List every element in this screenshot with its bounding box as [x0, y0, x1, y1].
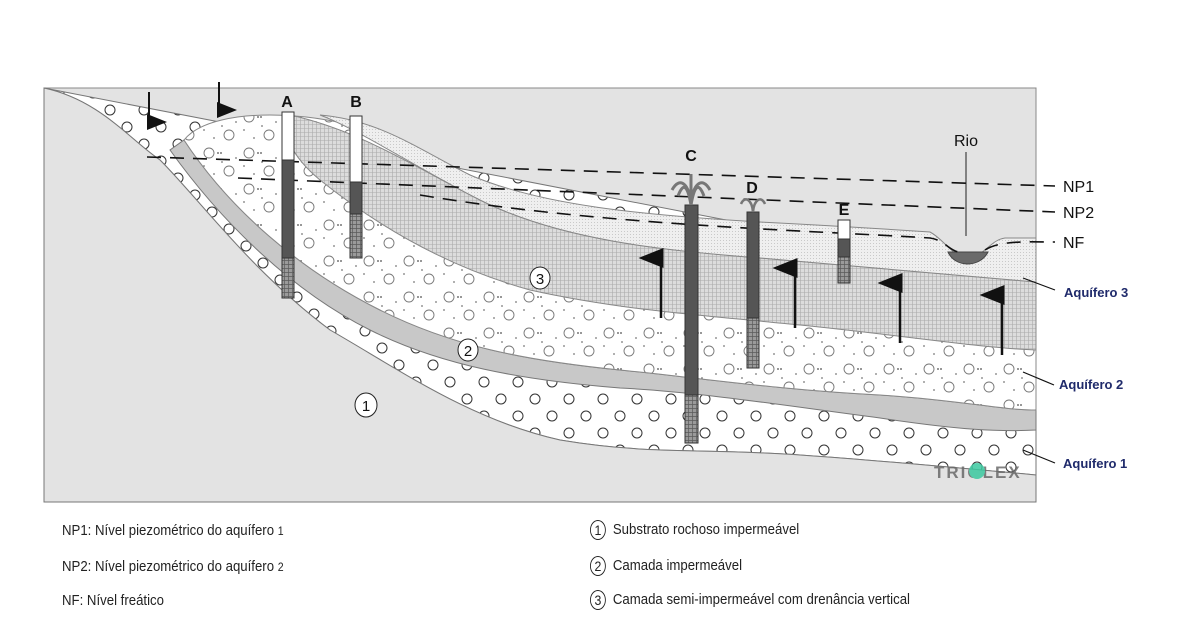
- aquifer-1-label: Aquífero 1: [1063, 456, 1128, 471]
- well-label-e: E: [839, 202, 850, 219]
- layer-marker-3: 3: [529, 266, 551, 290]
- aquifer-1-pointer: [1022, 449, 1056, 464]
- well-label-b: B: [350, 94, 362, 111]
- legend-nf: NF: Nível freático: [62, 592, 164, 609]
- np1-label: NP1: [1063, 179, 1094, 196]
- layer-marker-icon: 1: [590, 520, 606, 540]
- aquifer-3-pointer: [1022, 277, 1056, 291]
- aquifer-3-label: Aquífero 3: [1064, 285, 1129, 300]
- legend-np1: NP1: Nível piezométrico do aquífero 1: [62, 522, 284, 539]
- nf-line: [419, 194, 1056, 253]
- aquifer-2-label: Aquífero 2: [1059, 377, 1124, 392]
- nf-label: NF: [1063, 235, 1085, 252]
- layer-marker-1: 1: [354, 392, 378, 418]
- layer-marker-icon: 2: [590, 556, 606, 576]
- well-b[interactable]: [349, 115, 363, 259]
- aquifer-2-pointer: [1022, 371, 1055, 386]
- np1-line: [146, 156, 1056, 187]
- well-label-c: C: [685, 148, 697, 165]
- well-label-a: A: [281, 94, 293, 111]
- layer-marker-icon: 3: [590, 590, 606, 610]
- well-a[interactable]: [281, 111, 295, 299]
- river-label: Rio: [954, 133, 978, 150]
- watermark-logo: TRIOLEX: [934, 463, 1020, 482]
- svg-text:1: 1: [362, 398, 370, 415]
- svg-text:2: 2: [464, 343, 472, 360]
- layer-marker-2: 2: [457, 338, 479, 362]
- svg-text:3: 3: [536, 271, 544, 288]
- legend-np2: NP2: Nível piezométrico do aquífero 2: [62, 558, 284, 575]
- well-d[interactable]: [739, 198, 767, 369]
- well-label-d: D: [746, 180, 758, 197]
- river: [947, 251, 989, 265]
- atom-icon: [969, 463, 985, 479]
- fountain-icon: [739, 198, 767, 213]
- well-e[interactable]: [837, 219, 851, 284]
- upward-flow-arrows: [638, 248, 1005, 355]
- np2-label: NP2: [1063, 205, 1094, 222]
- fountain-icon: [670, 174, 712, 206]
- bedrock-layer: [43, 87, 1037, 503]
- well-c[interactable]: [670, 174, 712, 444]
